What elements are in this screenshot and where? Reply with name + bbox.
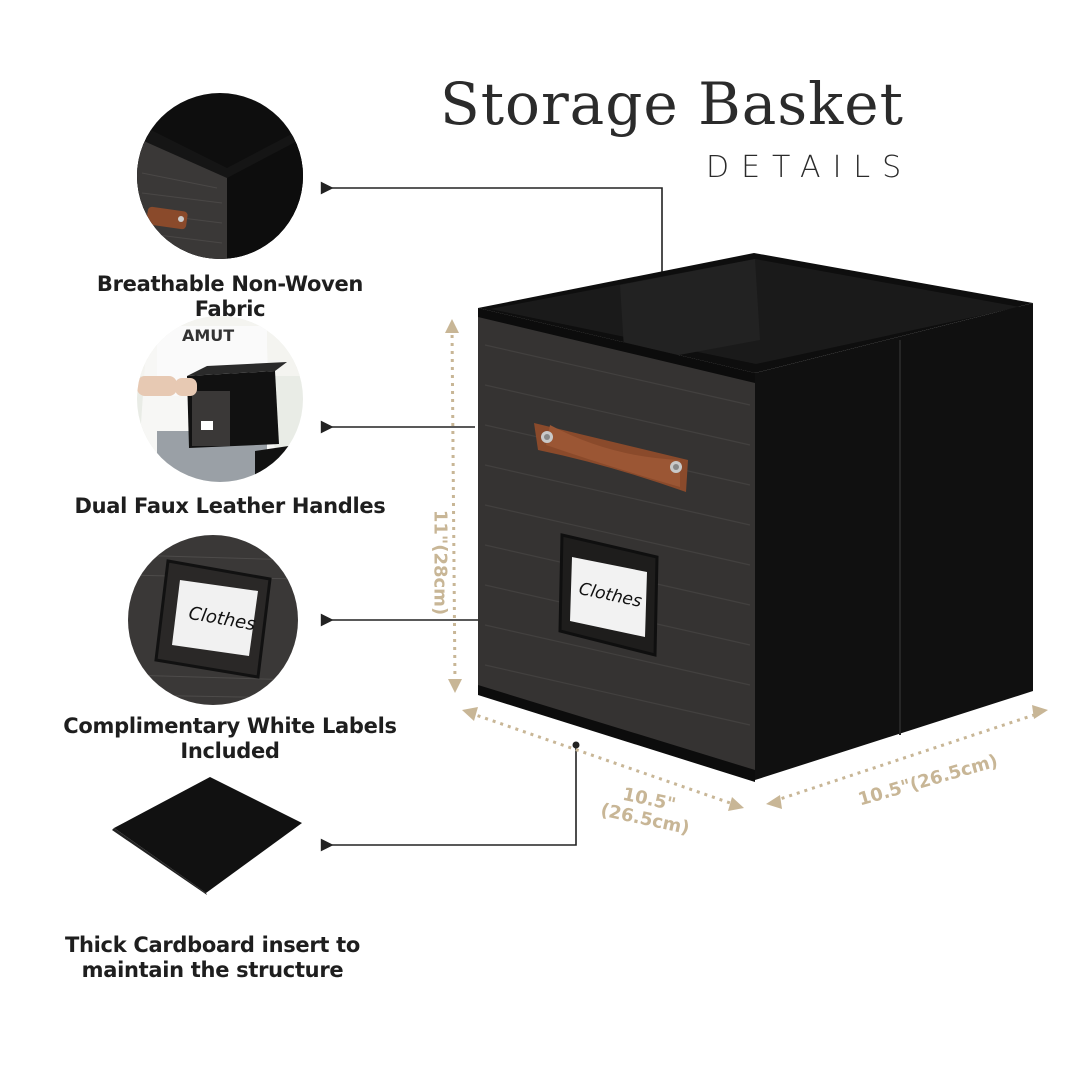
feature-label-labels: Complimentary White Labels Included — [63, 714, 397, 763]
connector-fabric — [320, 181, 663, 312]
feature-label-handles: Dual Faux Leather Handles — [74, 494, 386, 518]
thumb-shirt-text: AMUT — [182, 326, 234, 345]
storage-basket-image: Clothes — [445, 253, 1048, 811]
page-title: Storage Basket — [440, 70, 904, 138]
connector-insert — [320, 745, 577, 852]
page-subtitle: DETAILS — [706, 150, 914, 185]
height-dimension-label: 11"(28cm) — [429, 509, 451, 616]
cardboard-insert-icon — [112, 777, 302, 895]
feature-label-fabric: Breathable Non-Woven Fabric — [96, 272, 364, 321]
person-carrying-basket-icon: AMUT — [137, 316, 303, 482]
fabric-closeup-icon — [137, 93, 303, 259]
label-pocket-icon: Clothes — [128, 535, 298, 705]
feature-label-insert: Thick Cardboard insert to maintain the s… — [64, 933, 361, 982]
